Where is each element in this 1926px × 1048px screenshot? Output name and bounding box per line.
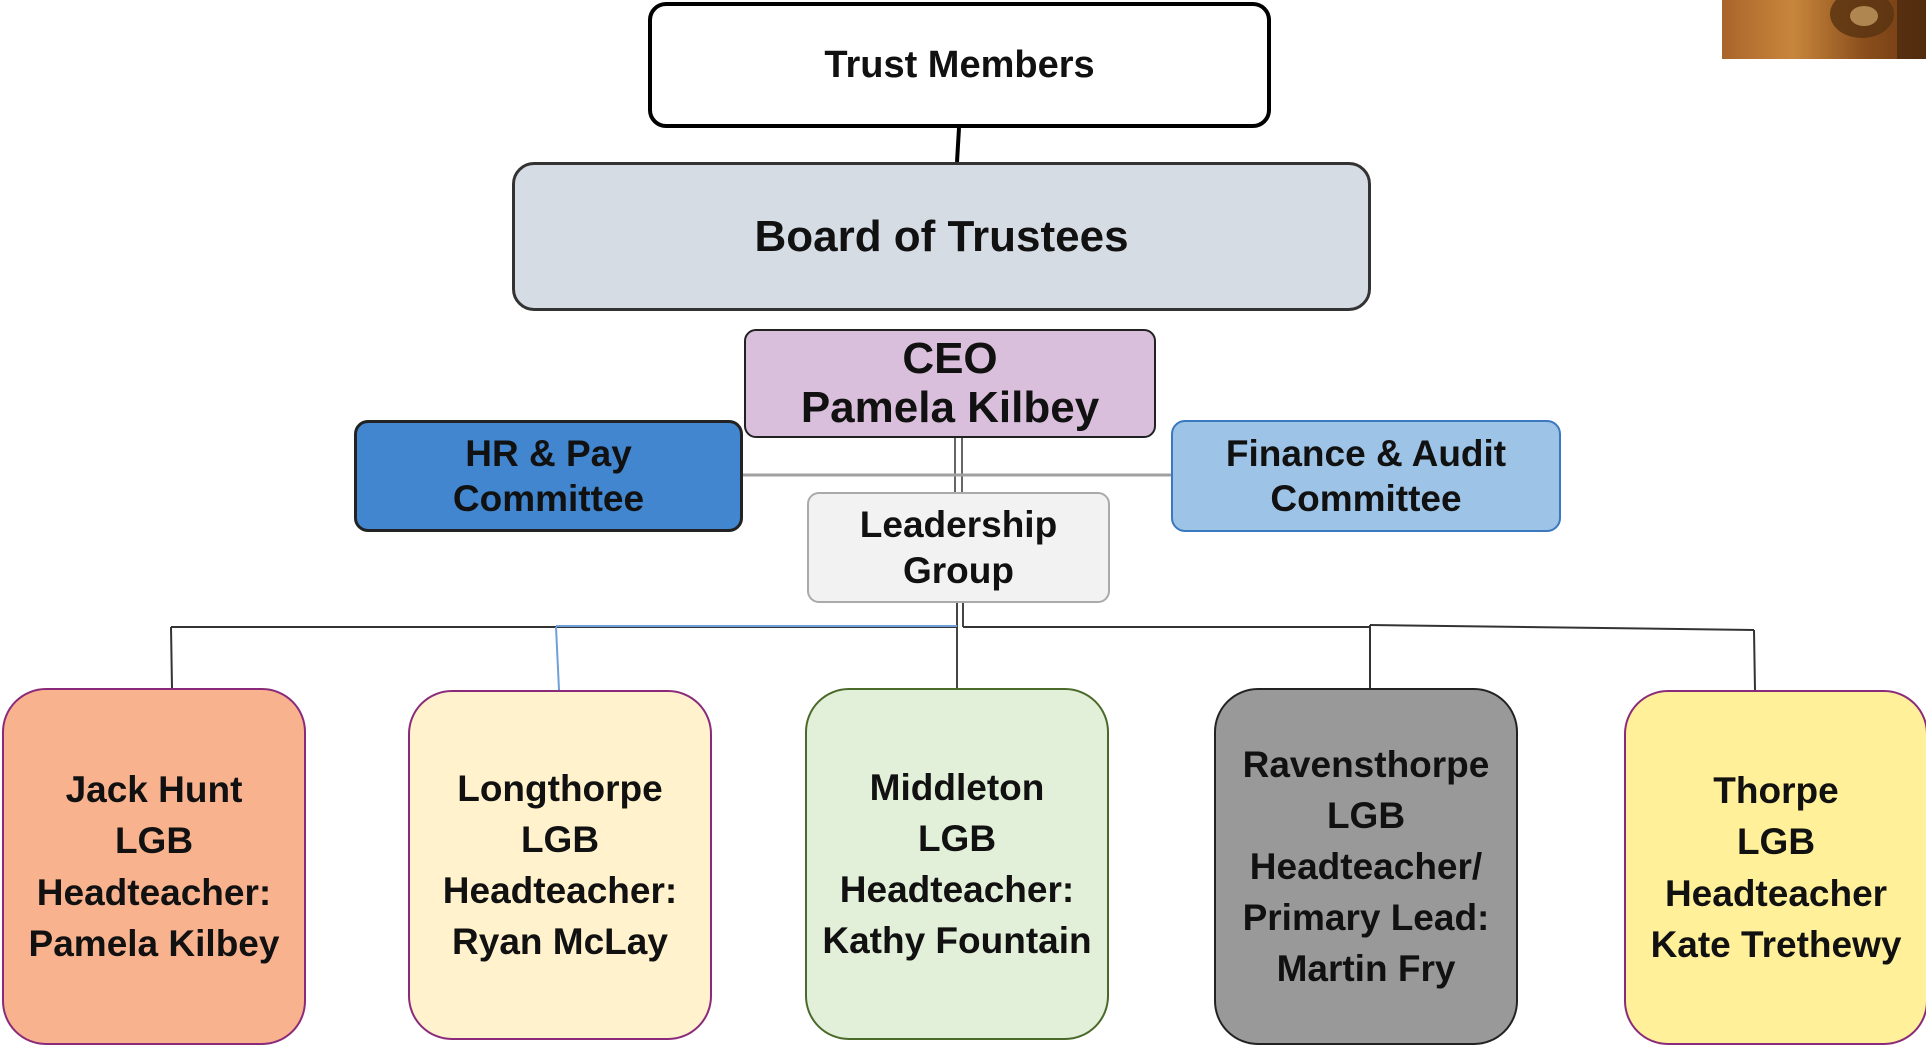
lgb-longthorpe-box: Longthorpe LGB Headteacher: Ryan McLay	[408, 690, 712, 1040]
lgb-line: Headteacher:	[442, 870, 678, 911]
lgb-line: LGB	[114, 820, 194, 862]
board-label: Board of Trustees	[754, 211, 1129, 261]
hr-pay-line-1: HR & Pay	[465, 432, 632, 474]
connector-drop-jack-hunt	[170, 626, 173, 689]
lgb-line: Middleton	[869, 766, 1045, 808]
leadership-line-2: Group	[903, 549, 1014, 591]
ceo-role: CEO	[902, 334, 998, 384]
connector-members-board	[955, 127, 961, 163]
lgb-line: Ryan McLay	[452, 921, 668, 963]
lgb-line: LGB	[1736, 821, 1816, 863]
ceo-name: Pamela Kilbey	[800, 382, 1100, 432]
finance-audit-line-2: Committee	[1270, 478, 1462, 519]
lgb-line: Ravensthorpe	[1242, 743, 1490, 785]
lgb-line: Primary Lead:	[1242, 897, 1490, 939]
lgb-middleton-box: Middleton LGB Headteacher: Kathy Fountai…	[805, 688, 1109, 1040]
lgb-line: LGB	[917, 817, 997, 859]
finance-audit-committee-box: Finance & Audit Committee	[1171, 420, 1561, 532]
leadership-line-1: Leadership	[859, 504, 1058, 546]
lgb-line: Headteacher	[1664, 872, 1888, 914]
connector-drop-thorpe	[1753, 629, 1756, 691]
lgb-line: Kathy Fountain	[822, 920, 1092, 962]
lgb-line: Jack Hunt	[65, 769, 243, 811]
leadership-group-box: Leadership Group	[807, 492, 1110, 603]
trust-members-box: Trust Members	[648, 2, 1271, 128]
ceo-box: CEO Pamela Kilbey	[744, 329, 1156, 438]
lgb-line: Thorpe	[1713, 770, 1839, 812]
lgb-line: Headteacher/	[1249, 845, 1483, 887]
photo-thumbnail	[1722, 0, 1926, 59]
lgb-thorpe-box: Thorpe LGB Headteacher Kate Trethewy	[1624, 690, 1926, 1045]
hr-pay-committee-box: HR & Pay Committee	[354, 420, 743, 532]
finance-audit-line-1: Finance & Audit	[1225, 432, 1507, 474]
lgb-line: LGB	[1326, 794, 1406, 836]
lgb-line: Longthorpe	[457, 767, 663, 809]
photo-thumbnail-image	[1830, 0, 1926, 59]
lgb-line: Headteacher:	[839, 869, 1075, 910]
lgb-line: Martin Fry	[1276, 948, 1456, 990]
trust-members-label: Trust Members	[824, 43, 1095, 86]
board-of-trustees-box: Board of Trustees	[512, 162, 1371, 311]
lgb-ravensthorpe-box: Ravensthorpe LGB Headteacher/ Primary Le…	[1214, 688, 1518, 1045]
connector-drop-longthorpe	[555, 626, 560, 691]
lgb-line: Headteacher:	[36, 871, 272, 913]
lgb-line: Kate Trethewy	[1650, 923, 1902, 965]
hr-pay-line-2: Committee	[452, 478, 645, 519]
lgb-line: LGB	[520, 818, 600, 860]
lgb-line: Pamela Kilbey	[28, 922, 280, 964]
lgb-jack-hunt-box: Jack Hunt LGB Headteacher: Pamela Kilbey	[2, 688, 306, 1045]
connector-bus-right-b	[1369, 624, 1755, 631]
